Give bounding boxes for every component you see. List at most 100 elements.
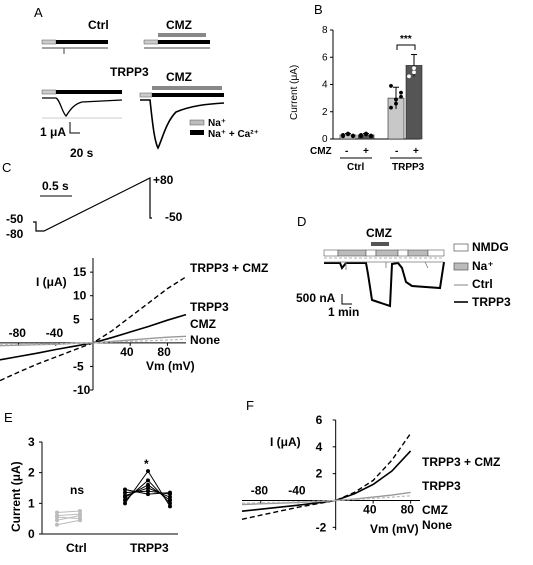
trpp3-naca-bar bbox=[56, 90, 122, 94]
iv-xtick-label: -40 bbox=[46, 326, 64, 340]
e-trpp3-point bbox=[146, 478, 150, 483]
e-ctrl-point bbox=[55, 518, 59, 523]
panel-e-axes bbox=[41, 442, 178, 535]
iv-series-label: CMZ bbox=[190, 317, 216, 331]
b-datapoint bbox=[399, 94, 403, 99]
sign-3: - bbox=[395, 146, 398, 157]
b-ytick-label: 4 bbox=[322, 80, 328, 91]
panel-d-title: CMZ bbox=[366, 226, 392, 240]
trpp3-na-bar bbox=[41, 89, 57, 95]
iv-xtick-label: 80 bbox=[401, 502, 415, 516]
d-solution-bar bbox=[323, 249, 445, 257]
sign-1: - bbox=[345, 146, 348, 157]
legend-nmdg-swatch bbox=[453, 243, 469, 252]
e-trpp3-point bbox=[168, 501, 172, 506]
e-trpp3-point bbox=[146, 489, 150, 494]
e-trpp3-pair bbox=[147, 490, 171, 495]
iv-series-label: TRPP3 + CMZ bbox=[190, 261, 268, 275]
b-datapoint bbox=[359, 132, 363, 137]
e-ctrl-pair bbox=[56, 513, 81, 517]
b-datapoint bbox=[412, 66, 416, 71]
panel-b-label: B bbox=[314, 2, 323, 17]
b-datapoint bbox=[369, 134, 373, 139]
e-ctrl-pair bbox=[56, 510, 81, 514]
e-ytick-label: 1 bbox=[28, 496, 35, 510]
d-solution-segment bbox=[323, 249, 339, 257]
d-solution-segment bbox=[427, 249, 445, 257]
e-ctrl-point bbox=[78, 513, 82, 518]
iv-series-label: None bbox=[422, 518, 452, 532]
v-top: +80 bbox=[153, 173, 174, 187]
e-trpp3-point bbox=[146, 486, 150, 490]
e-trpp3-pair bbox=[147, 470, 171, 507]
iv-series-line bbox=[241, 495, 411, 504]
e-ytick-label: 3 bbox=[28, 435, 35, 449]
ctrl-label: Ctrl bbox=[88, 18, 109, 32]
iv-xtick-label: -40 bbox=[288, 483, 306, 497]
ctrl-naca-bar bbox=[56, 40, 108, 44]
b-datapoint bbox=[346, 131, 350, 136]
e-trpp3-point bbox=[123, 501, 127, 506]
d-trpp3-trace bbox=[324, 261, 445, 308]
v-right: -50 bbox=[165, 210, 183, 224]
panel-e-points bbox=[55, 469, 172, 527]
legend-d-na: Na⁺ bbox=[472, 259, 494, 273]
e-trpp3-point bbox=[168, 490, 172, 495]
iv-series-line bbox=[0, 338, 187, 346]
star-label: * bbox=[144, 457, 149, 471]
e-ctrl-pair bbox=[56, 515, 81, 521]
iv-series-label: TRPP3 bbox=[422, 479, 461, 493]
legend-d-na-swatch bbox=[453, 262, 469, 271]
trpp3-label: TRPP3 bbox=[110, 65, 149, 79]
e-trpp3-pair bbox=[147, 479, 171, 504]
panel-c-label: C bbox=[2, 160, 11, 175]
d-ctrl-trace bbox=[324, 261, 444, 270]
d-solution-segment bbox=[407, 249, 429, 257]
panel-d-label: D bbox=[297, 214, 306, 229]
panel-a-label: A bbox=[34, 5, 43, 20]
legend-nmdg: NMDG bbox=[472, 240, 509, 254]
b-ytick-label: 0 bbox=[322, 134, 328, 145]
ctrl-trace bbox=[42, 47, 108, 54]
trpp3-cmz-na-bar bbox=[139, 92, 153, 98]
b-datapoint bbox=[412, 70, 416, 75]
cmz-label-bottom: CMZ bbox=[166, 70, 192, 84]
legend-naca-label: Na⁺ + Ca²⁺ bbox=[208, 129, 259, 140]
e-ctrl-point bbox=[78, 518, 82, 523]
sign-4: + bbox=[413, 146, 419, 157]
iv-xtick-label: 40 bbox=[120, 345, 134, 359]
e-trpp3-point bbox=[146, 482, 150, 487]
iv-series-line bbox=[241, 432, 412, 520]
iv-xtick-label: -80 bbox=[9, 326, 27, 340]
panel-d: D CMZ 500 nA 1 min NMDG Na⁺ Ctrl TRPP3 bbox=[296, 214, 511, 319]
iv-ylabel: I (μA) bbox=[270, 435, 301, 449]
legend-na-label: Na⁺ bbox=[208, 118, 226, 129]
b-datapoint bbox=[351, 134, 355, 139]
iv-ytick-label: 4 bbox=[316, 440, 323, 454]
trpp3-trace bbox=[42, 97, 123, 118]
e-trpp3-point bbox=[168, 495, 172, 500]
iv-series-label: TRPP3 bbox=[190, 300, 229, 314]
protocol-time-label: 0.5 s bbox=[42, 179, 69, 193]
ctrl-cmz-na-bar bbox=[143, 39, 159, 45]
e-trpp3-pair bbox=[147, 492, 171, 495]
d-scale-current: 500 nA bbox=[296, 291, 336, 305]
iv-series-label: None bbox=[190, 333, 220, 347]
cmz-bar-top bbox=[158, 33, 206, 37]
iv-xlabel: Vm (mV) bbox=[146, 359, 195, 373]
sign-2: + bbox=[363, 146, 369, 157]
d-solution-segment bbox=[337, 249, 367, 257]
iv-series-label: CMZ bbox=[422, 503, 448, 517]
e-trpp3-point bbox=[123, 498, 127, 503]
d-scale-bar bbox=[341, 294, 352, 305]
panel-e-ylabel: Current (μA) bbox=[9, 461, 23, 532]
v-left-hold: -50 bbox=[6, 212, 24, 226]
e-ctrl-point bbox=[55, 513, 59, 518]
e-ctrl-point bbox=[55, 522, 59, 527]
e-trpp3-point bbox=[123, 493, 127, 498]
